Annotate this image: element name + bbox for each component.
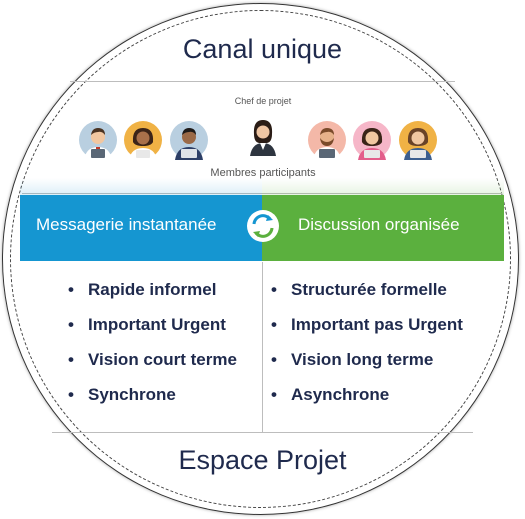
title-bottom: Espace Projet xyxy=(178,445,347,475)
woman-avatar-icon xyxy=(398,120,438,160)
band-top-divider xyxy=(22,193,502,194)
list-item: •Vision long terme xyxy=(271,350,434,369)
list-item: •Vision court terme xyxy=(68,350,237,369)
list-item: •Important pas Urgent xyxy=(271,315,463,334)
inner-dashed-circle xyxy=(10,10,511,508)
organized-discussion-band: Discussion organisée xyxy=(262,178,504,261)
title-top: Canal unique xyxy=(182,34,343,64)
man-avatar-icon xyxy=(169,120,209,160)
instant-messaging-heading: Messagerie instantanée xyxy=(36,215,217,234)
chef-label: Chef de projet xyxy=(234,96,292,106)
column-divider xyxy=(262,262,263,432)
organized-discussion-list: •Structurée formelle •Important pas Urge… xyxy=(271,278,463,418)
list-item: •Synchrone xyxy=(68,385,176,404)
woman-avatar-icon xyxy=(352,120,392,160)
bearded-man-avatar-icon xyxy=(307,120,347,160)
members-label: Membres participants xyxy=(210,167,316,179)
instant-messaging-band: Messagerie instantanée xyxy=(20,178,262,261)
project-manager-icon xyxy=(243,116,283,156)
bottom-divider xyxy=(52,432,473,433)
instant-messaging-list: •Rapide informel •Important Urgent •Visi… xyxy=(68,278,237,418)
man-avatar-icon xyxy=(78,120,118,160)
top-divider xyxy=(70,81,455,82)
outer-circle xyxy=(2,3,519,515)
sync-arrows-icon xyxy=(247,210,279,242)
organized-discussion-heading: Discussion organisée xyxy=(298,215,460,234)
list-item: •Important Urgent xyxy=(68,315,226,334)
woman-avatar-icon xyxy=(123,120,163,160)
list-item: •Asynchrone xyxy=(271,385,390,404)
list-item: •Rapide informel xyxy=(68,280,217,299)
list-item: •Structurée formelle xyxy=(271,280,447,299)
